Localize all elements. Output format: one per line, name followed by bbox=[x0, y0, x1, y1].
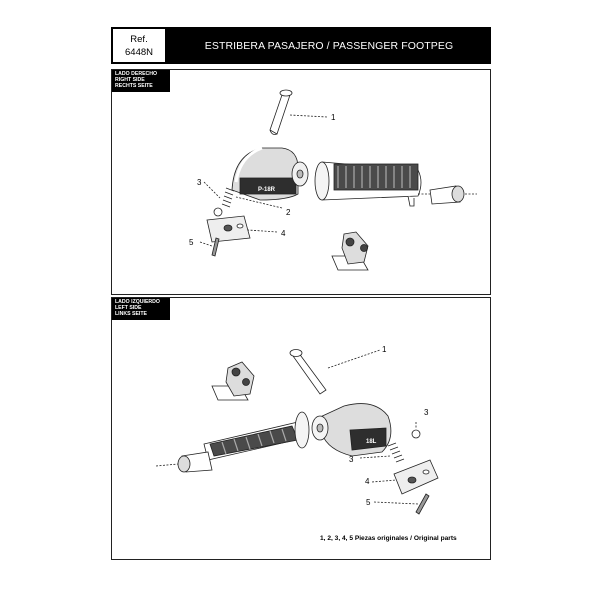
callout-5: 5 bbox=[366, 498, 371, 507]
footpeg-part bbox=[314, 161, 422, 207]
label-line: RECHTS SEITE bbox=[115, 83, 153, 90]
callout-1: 1 bbox=[382, 345, 387, 354]
reference-box: Ref. 6448N bbox=[113, 29, 165, 62]
panel-left-side: LADO IZQUIERDO LEFT SIDE LINKS SEITE bbox=[111, 297, 491, 560]
document-title: ESTRIBERA PASAJERO / PASSENGER FOOTPEG bbox=[204, 39, 454, 52]
plate-part bbox=[206, 215, 251, 243]
callout-3b: 3 bbox=[349, 455, 354, 464]
plate-part bbox=[393, 459, 439, 495]
callout-3: 3 bbox=[197, 178, 202, 187]
label-line: LINKS SEITE bbox=[115, 311, 147, 318]
callout-1: 1 bbox=[331, 113, 336, 122]
bolt-part bbox=[155, 451, 213, 473]
mount-bracket-part bbox=[331, 231, 369, 271]
label-line: LADO IZQUIERDO bbox=[115, 299, 160, 305]
exploded-diagram-right: P-18R 1 2 3 4 5 bbox=[189, 89, 477, 271]
callout-5: 5 bbox=[189, 238, 194, 247]
panel-label-right: LADO DERECHO RIGHT SIDE RECHTS SEITE bbox=[112, 70, 170, 92]
pivot-body-part bbox=[311, 403, 392, 457]
spring-part bbox=[221, 187, 235, 208]
footpeg-part bbox=[203, 411, 310, 461]
callout-2: 2 bbox=[286, 208, 291, 217]
ref-label: Ref. bbox=[130, 33, 148, 45]
header-bar: Ref. 6448N ESTRIBERA PASAJERO / PASSENGE… bbox=[111, 27, 491, 64]
pin-part bbox=[289, 349, 327, 395]
part-stamp: P-18R bbox=[258, 187, 276, 193]
label-line: LADO DERECHO bbox=[115, 71, 158, 77]
bolt-part bbox=[418, 185, 477, 205]
mount-bracket-part bbox=[211, 361, 255, 401]
callout-4: 4 bbox=[365, 477, 370, 486]
panel-right-side: LADO DERECHO RIGHT SIDE RECHTS SEITE bbox=[111, 69, 491, 295]
pin-part bbox=[269, 89, 293, 135]
ref-code: 6448N bbox=[125, 46, 153, 58]
original-parts-note: 1, 2, 3, 4, 5 Piezas originales / Origin… bbox=[320, 535, 457, 542]
callout-3a: 3 bbox=[424, 408, 429, 417]
callout-4: 4 bbox=[281, 229, 286, 238]
pivot-body-part bbox=[231, 146, 309, 201]
label-line: LEFT SIDE bbox=[115, 305, 142, 312]
exploded-diagram-left: 18L 1 3 3 4 5 bbox=[155, 345, 439, 515]
label-line: RIGHT SIDE bbox=[115, 77, 145, 84]
panel-label-left: LADO IZQUIERDO LEFT SIDE LINKS SEITE bbox=[112, 298, 170, 320]
part-stamp: 18L bbox=[366, 439, 377, 445]
